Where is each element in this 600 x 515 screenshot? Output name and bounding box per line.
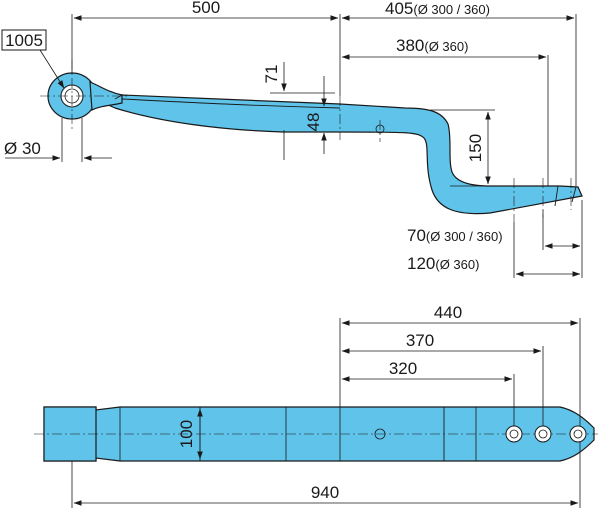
hole-370 bbox=[534, 425, 552, 443]
dim-440-label: 440 bbox=[434, 303, 462, 322]
dim-405-label: 405(Ø 300 / 360) bbox=[385, 0, 490, 18]
hole-320 bbox=[505, 425, 523, 443]
side-view: 500 405(Ø 300 / 360) 380(Ø 360) 71 48 15… bbox=[1, 0, 583, 278]
hole-440 bbox=[569, 425, 587, 443]
top-view: 440 370 320 100 940 bbox=[34, 303, 598, 508]
dim-380-label: 380(Ø 360) bbox=[396, 36, 468, 55]
dim-150-label: 150 bbox=[466, 134, 485, 162]
part-number-leader bbox=[39, 49, 65, 89]
top-view-leaf-body bbox=[43, 406, 595, 462]
dim-100-label: 100 bbox=[177, 420, 196, 448]
dim-48-label: 48 bbox=[304, 113, 323, 132]
dim-940-label: 940 bbox=[311, 483, 339, 502]
part-number: 1005 bbox=[5, 31, 43, 50]
side-view-leaf-body bbox=[92, 94, 583, 215]
dim-370-label: 370 bbox=[406, 331, 434, 350]
dim-71-label: 71 bbox=[262, 65, 281, 84]
dim-500-label: 500 bbox=[192, 0, 220, 17]
eye-diameter-label: Ø 30 bbox=[4, 139, 41, 158]
dim-120-label: 120(Ø 360) bbox=[407, 254, 479, 273]
dim-320-label: 320 bbox=[389, 359, 417, 378]
dim-70-label: 70(Ø 300 / 360) bbox=[407, 226, 503, 245]
part-number-box bbox=[1, 29, 47, 51]
